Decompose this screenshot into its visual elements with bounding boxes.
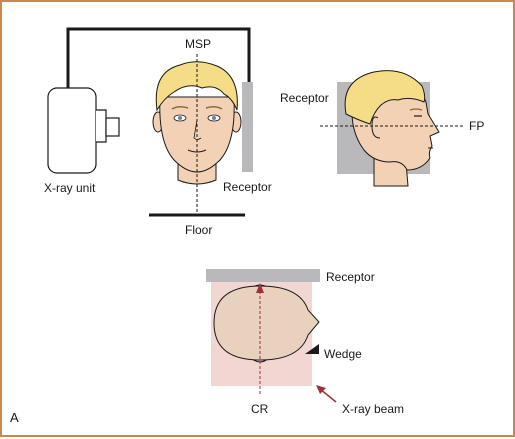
receptor-label-bottom: Receptor	[326, 270, 375, 284]
fp-label: FP	[469, 119, 484, 133]
msp-label: MSP	[185, 37, 211, 51]
cr-label: CR	[251, 402, 269, 416]
receptor-label-side: Receptor	[280, 91, 329, 105]
lateral-head	[344, 70, 440, 187]
tube-support-arm	[66, 27, 251, 88]
central-ray-arrowhead	[256, 283, 264, 293]
receptor-vertical	[242, 82, 253, 172]
receptor-label-top: Receptor	[223, 180, 272, 194]
panel-letter: A	[10, 410, 19, 425]
floor-label: Floor	[185, 223, 212, 237]
xray-unit-label: X-ray unit	[44, 181, 96, 195]
xray-beam-arrowhead	[316, 385, 326, 394]
wedge-label: Wedge	[324, 347, 362, 361]
xray-tube-unit	[47, 87, 120, 174]
wedge-block	[305, 344, 319, 354]
receptor-horizontal	[206, 269, 320, 282]
xray-beam-label: X-ray beam	[342, 402, 404, 416]
